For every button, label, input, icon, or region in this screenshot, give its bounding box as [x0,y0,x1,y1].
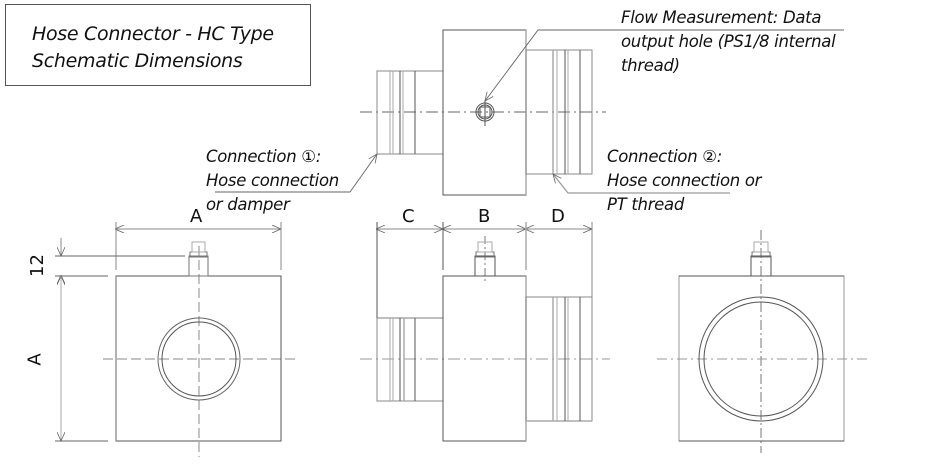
flow-measurement-line-3: thread) [621,56,680,75]
top-view [360,29,606,196]
connection-1-line-1: Connection ①: [206,147,322,166]
dimension-label-d: D [551,206,565,227]
title-box: Hose Connector - HC Type Schematic Dimen… [5,4,311,86]
title-line-1: Hose Connector - HC Type [32,23,274,45]
connection-1-callout: Connection ①: Hose connection or damper [206,145,339,217]
connection-2-line-2: Hose connection or [607,171,762,190]
dimension-label-a-horizontal: A [190,206,203,227]
flow-measurement-line-1: Flow Measurement: Data [621,8,822,27]
connection-2-line-1: Connection ②: [607,147,723,166]
flow-output-hole [475,100,495,126]
side-view [360,222,610,442]
dimension-label-b: B [478,206,491,227]
connection-2-line-3: PT thread [607,195,685,214]
connection-1-line-3: or damper [206,195,290,214]
title-line-2: Schematic Dimensions [32,50,243,72]
dimension-label-c: C [402,206,415,227]
connection-2-leader [553,174,730,194]
flow-measurement-leader [485,29,844,101]
dimension-label-a-vertical: A [24,353,46,366]
leader-lines [215,29,844,194]
flow-measurement-callout: Flow Measurement: Data output hole (PS1/… [621,6,836,78]
flow-measurement-line-2: output hole (PS1/8 internal [621,32,836,51]
front-view-connection-2 [657,230,868,453]
connection-1-leader [215,154,377,193]
connection-2-callout: Connection ②: Hose connection or PT thre… [607,145,761,217]
dimension-label-12: 12 [26,254,48,277]
connection-2-body [525,49,593,175]
connection-1-line-2: Hose connection [206,171,339,190]
front-view-connection-1 [55,222,297,457]
